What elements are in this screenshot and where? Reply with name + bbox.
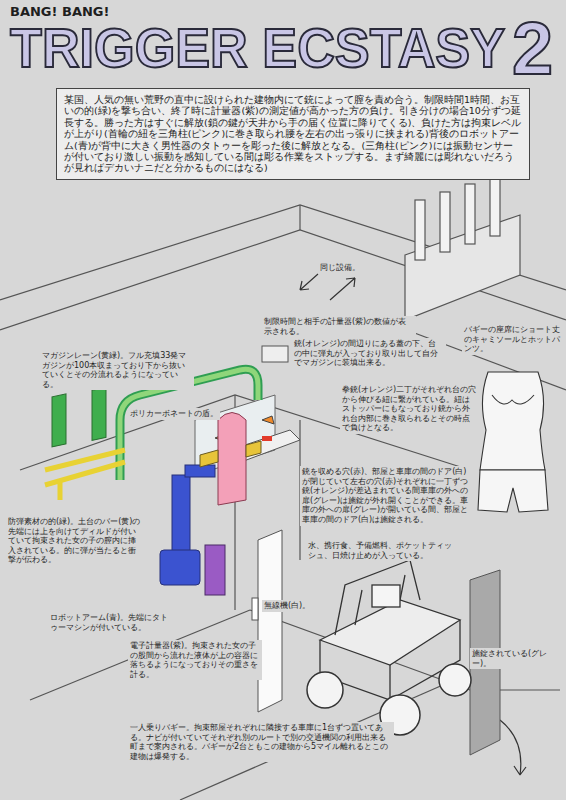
target [92, 387, 106, 440]
equipment-bar [415, 200, 425, 260]
title-number: 2 [512, 12, 553, 86]
description-text: 某国、人気の無い荒野の直中に設けられた建物内にて銃によって膣を責め合う。制限時間… [64, 94, 522, 174]
arrow [500, 720, 526, 775]
clothing-figure [478, 372, 548, 512]
pink-pillar [218, 413, 246, 506]
callout: 施錠されている(グレー)。 [470, 648, 552, 669]
clamp [200, 441, 261, 467]
callout: 一人乗りバギー。拘束部屋それぞれに隣接する車庫に1台ずつ置いてある。ナビが付いて… [128, 722, 394, 762]
arrow [330, 278, 355, 300]
callout: バギーの座席にショート丈のキャミソールとホットパンツ。 [462, 324, 564, 355]
callout: 防弾素材の的(緑)。土台のバー(黄)の先端には上を向けてディルドが付いていて拘束… [6, 516, 145, 566]
equipment-bar [440, 192, 450, 252]
callout: 水、携行食、予備燃料、ポケットティッシュ、日焼け止めが入っている。 [306, 540, 460, 561]
robot-arm [172, 475, 190, 555]
subtitle: BANG! BANG! [8, 3, 111, 21]
callout: ロボットアーム(青)。先端にタトゥーマシンが付いている。 [48, 612, 177, 633]
equipment-bar [465, 184, 475, 244]
note: 同じ設備。 [318, 262, 362, 274]
callout: 無線機(白)。 [262, 600, 312, 612]
callout: マガジンレーン(黄緑)。フル充填33発マガジンが100本収まっており下から抜いて… [40, 350, 194, 390]
callout: ポリカーボネートの盾。 [128, 408, 220, 420]
scale [205, 545, 225, 595]
arrow [300, 274, 318, 290]
callout: 拳銃(オレンジ)二丁がそれぞれ台の穴から伸びる紐に繋がれている。紐はストッパーに… [340, 384, 479, 434]
description-box: 某国、人気の無い荒野の直中に設けられた建物内にて銃によって膣を責め合う。制限時間… [56, 88, 530, 180]
target [52, 394, 66, 447]
wheel [307, 672, 343, 708]
equipment-bar [490, 176, 500, 236]
callout: 銃を収める穴(赤)、部屋と車庫の間のドア(白)が閉じていて左右の穴(赤)それぞれ… [300, 466, 474, 526]
wall-line [299, 205, 300, 230]
radio [252, 598, 258, 620]
callout: 銃(オレンジ)の間辺りにある蓋の下、台の中に弾丸が入っており取り出して自分でマガ… [292, 338, 446, 369]
title: TRIGGER ECSTASY [10, 20, 505, 76]
display [262, 346, 288, 362]
callout: 電子計量器(紫)。拘束された女の子の股間から流れた液体が上の容器に落ちるようにな… [128, 640, 262, 680]
wheel [439, 664, 471, 696]
gun-hole [262, 436, 272, 441]
gun [262, 416, 274, 424]
door [258, 530, 282, 712]
callout: 制限時間と相手の計量器(紫)の数値が表示される。 [262, 316, 416, 337]
robot-arm-base [160, 550, 200, 585]
base-bar [45, 450, 125, 500]
